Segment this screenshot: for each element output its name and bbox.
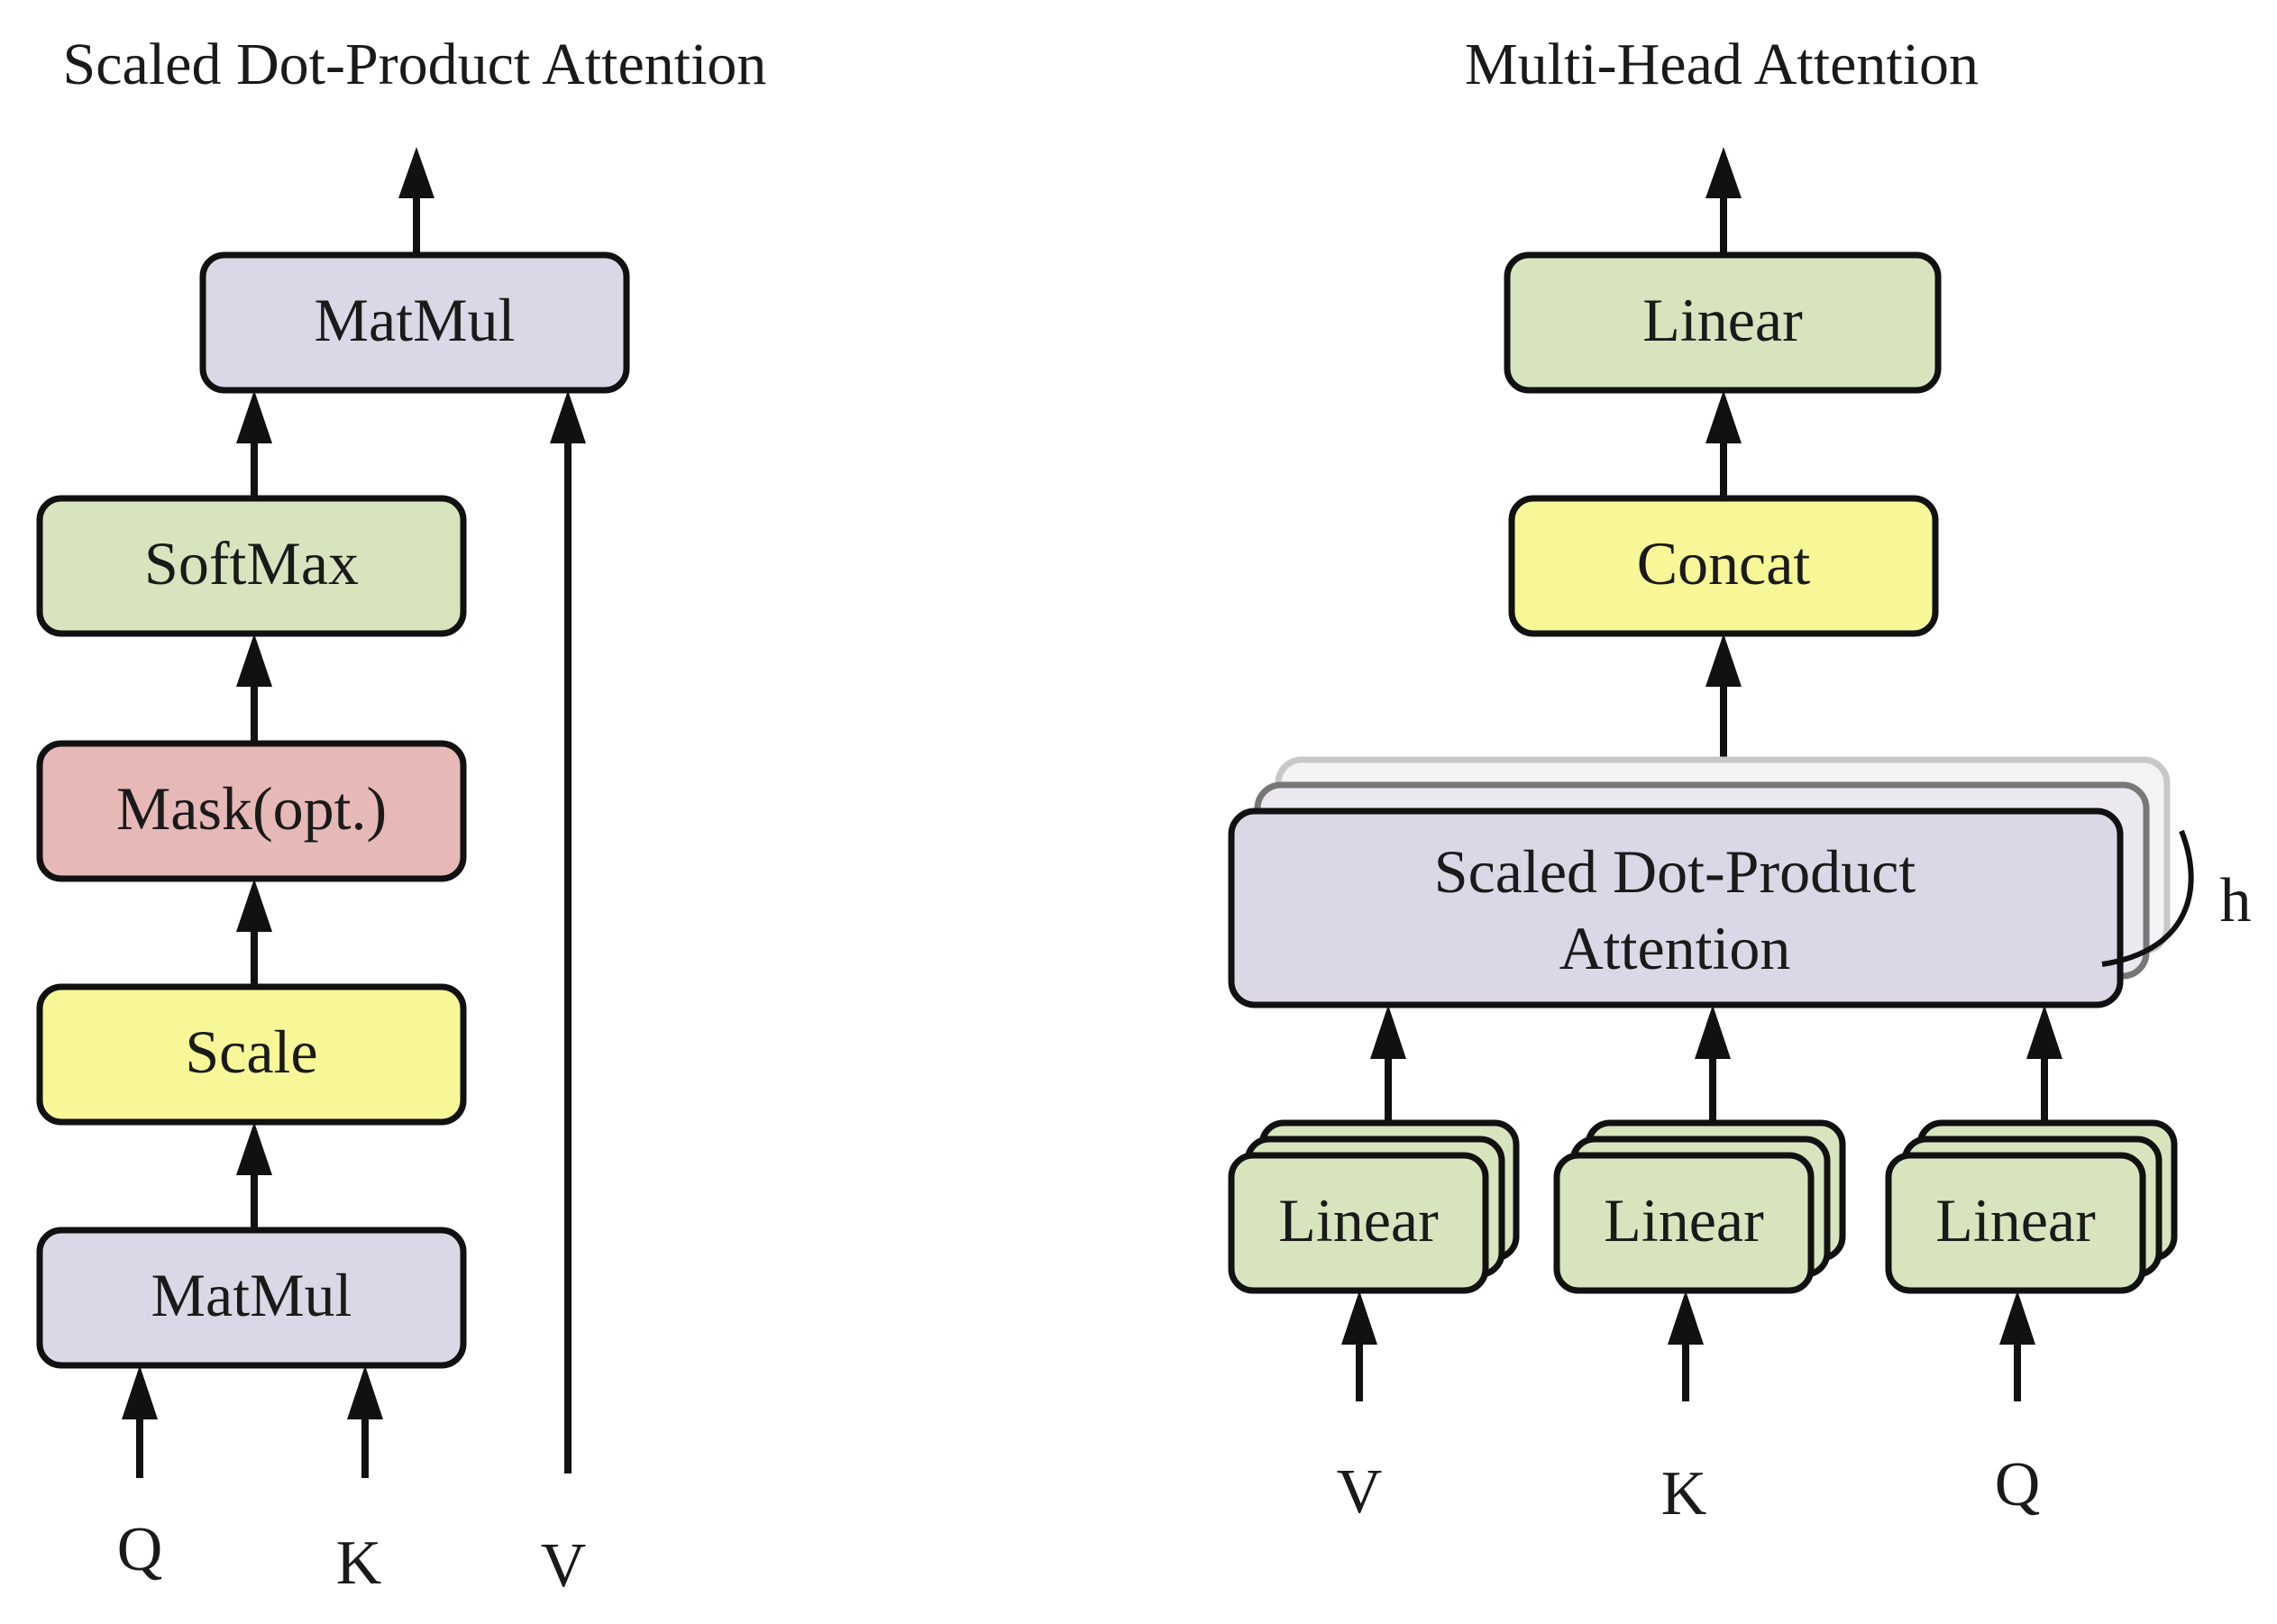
mask-node: Mask(opt.) [36,740,467,882]
scale-to-mask-arrow [236,879,272,984]
linear-v-label: Linear [1278,1186,1439,1254]
mask-to-softmax-arrow [236,634,272,741]
sdpa-input-q: Q [117,1515,163,1584]
mha-input-v: V [1337,1457,1383,1527]
linear-q-label: Linear [1935,1186,2096,1254]
linear-v-to-sdpa-arrow [1370,1005,1406,1122]
k-to-matmul-arrow [347,1365,383,1478]
linear-v-stack: Linear [1228,1119,1520,1294]
matmul-top-node: MatMul [199,251,630,394]
sdpa-head-stack: Scaled Dot-Product Attention h [1228,756,2252,1008]
v-to-linear-arrow [1341,1291,1377,1401]
matmul-bottom-label: MatMul [151,1261,352,1329]
sdpa-input-v: V [541,1531,587,1601]
sdpa-stack-to-concat-arrow [1705,634,1742,764]
mha-panel: Multi-Head Attention Linear Concat [1228,32,2252,1528]
mha-title: Multi-Head Attention [1465,32,1979,97]
matmul-to-scale-arrow [236,1122,272,1227]
linear-k-label: Linear [1604,1186,1764,1254]
linear-k-to-sdpa-arrow [1695,1005,1731,1122]
linear-top-label: Linear [1642,286,1803,354]
mha-input-k: K [1661,1459,1707,1528]
matmul-bottom-node: MatMul [36,1227,467,1369]
v-to-matmul-arrow [550,390,586,1473]
softmax-label: SoftMax [144,529,359,598]
concat-to-linear-arrow [1705,390,1742,496]
concat-label: Concat [1637,529,1811,598]
linear-q-to-sdpa-arrow [2026,1005,2062,1122]
mha-input-q: Q [1995,1450,2041,1519]
sdpa-head-label-line1: Scaled Dot-Product [1434,837,1916,906]
linear-q-stack: Linear [1885,1119,2178,1294]
q-to-linear-arrow [1999,1291,2035,1401]
k-to-linear-arrow [1668,1291,1704,1401]
sdpa-title: Scaled Dot-Product Attention [63,32,767,97]
scale-node: Scale [36,983,467,1126]
scale-label: Scale [185,1017,317,1086]
matmul-top-label: MatMul [315,286,516,354]
sdpa-input-k: K [336,1528,382,1598]
softmax-to-matmul-arrow [236,390,272,496]
heads-bracket-curve [2101,829,2194,967]
sdpa-output-arrow [398,147,434,252]
sdpa-head-label-line2: Attention [1559,914,1791,982]
concat-node: Concat [1508,495,1939,637]
linear-top-node: Linear [1504,251,1942,394]
linear-k-stack: Linear [1553,1119,1846,1294]
sdpa-head-front [1228,807,2124,1008]
softmax-node: SoftMax [36,495,467,637]
sdpa-panel: Scaled Dot-Product Attention MatMul Soft… [36,32,767,1601]
mha-output-arrow [1705,147,1742,252]
q-to-matmul-arrow [122,1365,158,1478]
heads-count-label: h [2220,866,2252,935]
mask-label: Mask(opt.) [116,774,387,843]
